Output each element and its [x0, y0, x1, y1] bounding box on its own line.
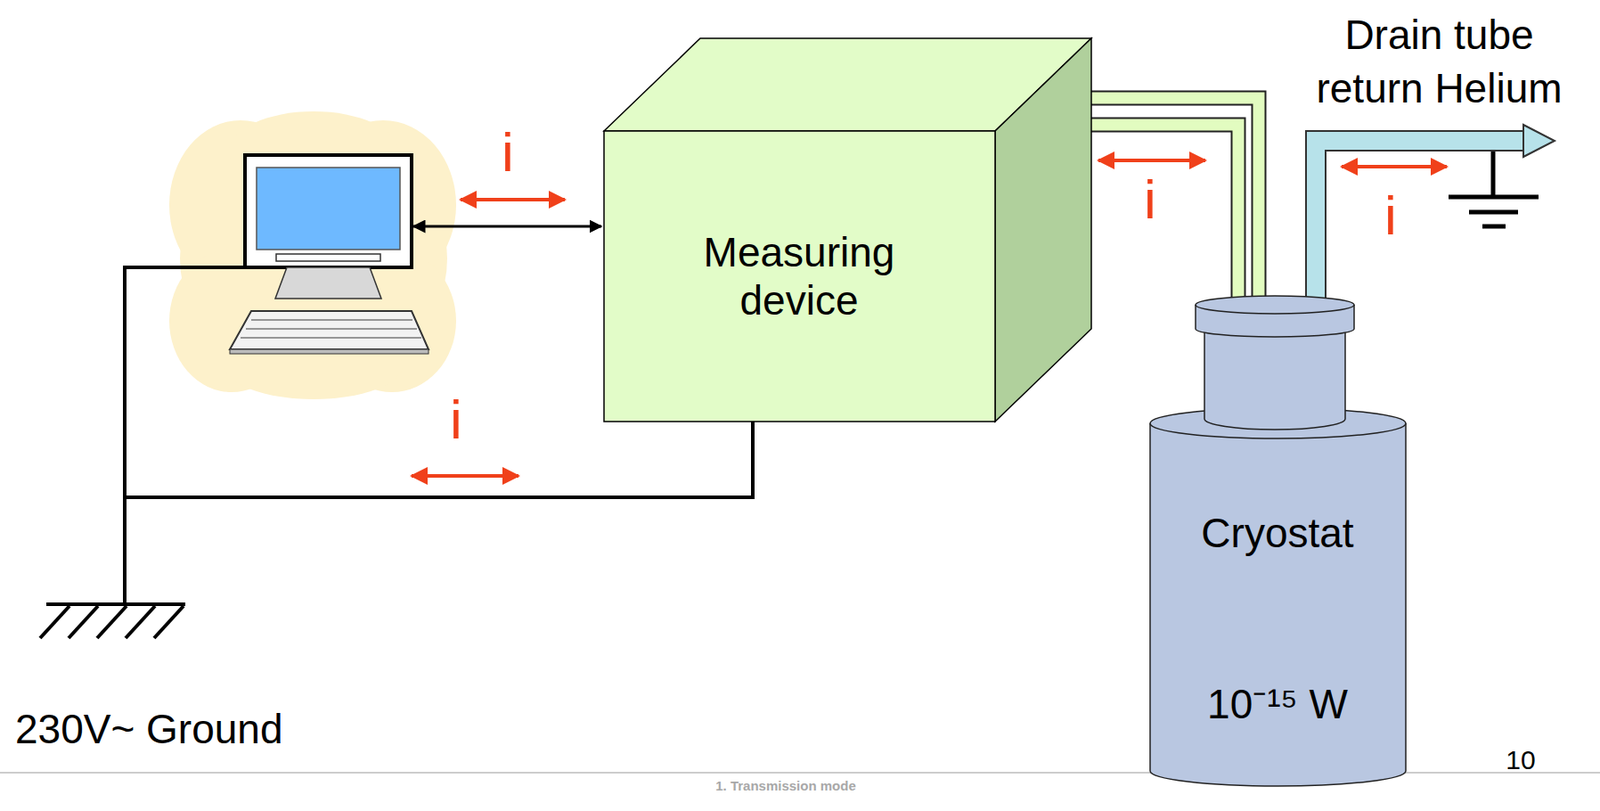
node-value: 10⁻¹⁵ W — [1207, 679, 1348, 728]
ground-symbol — [1448, 151, 1539, 227]
ground-wire — [124, 267, 245, 605]
transfer-tube — [1088, 97, 1259, 300]
measuring-device-box: Measuring device — [604, 38, 1090, 422]
box-side-face — [995, 38, 1092, 422]
tube-fill — [1088, 97, 1259, 300]
cryostat-neck — [1204, 328, 1346, 430]
current-label: i — [1143, 171, 1157, 228]
page-number: 10 — [1505, 746, 1535, 774]
footer-text: 1. Transmission mode — [715, 778, 857, 792]
earth-symbol — [40, 604, 186, 638]
cryostat-body — [1150, 423, 1406, 786]
tube-fill — [1088, 124, 1239, 300]
transfer-tube — [1088, 124, 1239, 300]
drain-tube — [1315, 124, 1555, 314]
drain-tube-label: Drain tube return Helium — [1285, 8, 1593, 116]
cryostat-cap-top — [1195, 295, 1355, 314]
node-title: Measuring device — [669, 228, 929, 326]
current-label: i — [1384, 187, 1397, 244]
data-cable — [413, 225, 602, 229]
current-label: i — [449, 391, 463, 448]
cryostat-vessel: Cryostat 10⁻¹⁵ W — [1150, 295, 1406, 788]
computer-icon — [229, 155, 429, 354]
current-label: i — [501, 124, 515, 180]
box-front-face — [604, 130, 996, 422]
ground-label: 230V~ Ground — [15, 708, 284, 750]
cloud — [169, 111, 457, 400]
ground-wire — [124, 421, 753, 498]
tube-outline — [1089, 124, 1239, 298]
node-title: Cryostat — [1200, 508, 1354, 557]
